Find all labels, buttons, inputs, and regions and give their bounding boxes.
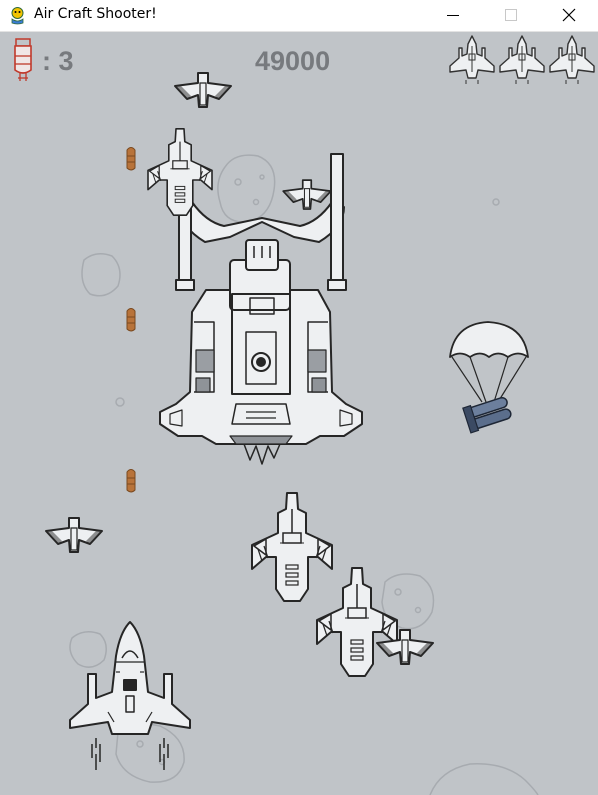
title-bar[interactable]: Air Craft Shooter! [0,0,598,32]
minimize-icon [447,15,459,16]
game-scene [14,35,595,795]
snake-icon [11,7,24,25]
mid-enemy [147,128,213,216]
window-title: Air Craft Shooter! [34,6,157,22]
bomb-supply [449,321,529,434]
bomb-icon [14,38,32,81]
small-enemy [282,179,332,210]
boss-enemy [159,153,363,465]
lives-indicator [449,35,595,85]
player-bullet [126,147,136,171]
close-icon [562,8,576,22]
life-icon [449,35,495,85]
close-button[interactable] [540,0,598,31]
bomb-count: : 3 [42,46,74,77]
bomb-prefix: : [42,46,59,76]
small-enemy [45,517,103,553]
small-enemy [174,72,232,108]
maximize-icon [505,9,517,21]
bomb-count-value: 3 [58,46,74,76]
life-icon [499,35,545,85]
maximize-button[interactable] [482,0,540,31]
score-value: 49000 [255,46,331,76]
minimize-button[interactable] [424,0,482,31]
player-plane [69,621,191,770]
player-bullet [126,469,136,493]
game-canvas[interactable]: : 3 49000 [0,32,598,795]
life-icon [549,35,595,85]
mid-enemy [251,492,333,602]
player-bullet [126,308,136,332]
